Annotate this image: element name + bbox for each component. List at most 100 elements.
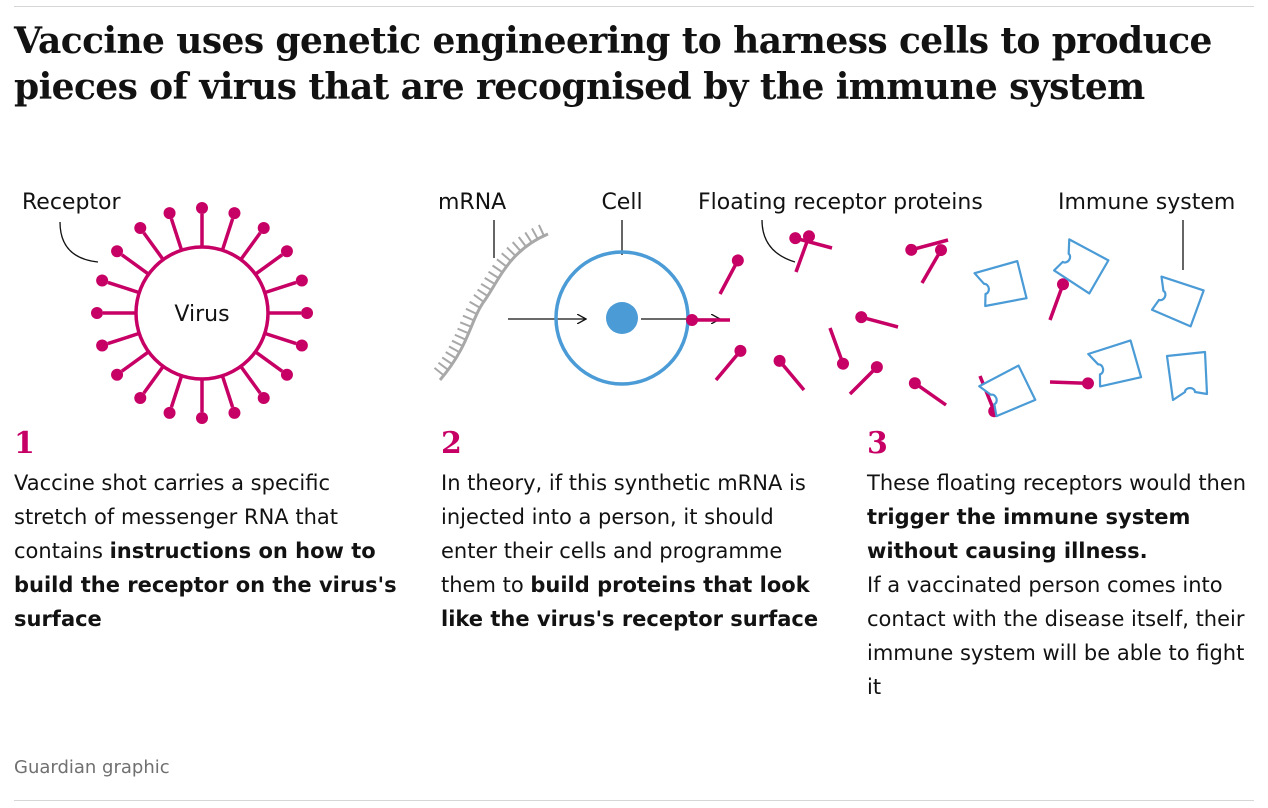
mrna-base bbox=[454, 333, 467, 341]
step-2-emphasis: build proteins that look like the virus'… bbox=[441, 573, 819, 631]
receptor-head bbox=[280, 368, 293, 381]
virus-receptors bbox=[91, 202, 313, 424]
immune-cell-5 bbox=[1087, 339, 1143, 388]
step-2: 2 In theory, if this synthetic mRNA is i… bbox=[441, 422, 831, 636]
receptor-stalk bbox=[254, 253, 284, 276]
virus-body bbox=[134, 245, 270, 381]
mrna-base bbox=[462, 314, 475, 322]
floating-receptor-protein bbox=[712, 250, 748, 299]
receptor-stalk bbox=[239, 231, 262, 261]
mrna-base bbox=[517, 236, 527, 248]
receptor-head bbox=[91, 307, 103, 319]
receptor-stalk bbox=[254, 350, 284, 373]
receptor-head bbox=[111, 245, 124, 258]
receptor-stalk bbox=[264, 331, 297, 346]
receptor-stalk bbox=[142, 231, 165, 261]
receptor-head bbox=[163, 207, 176, 220]
mrna-base bbox=[501, 252, 512, 262]
receptor-stalk bbox=[239, 365, 262, 395]
floating-proteins-leader-line bbox=[761, 219, 796, 263]
step-3-number: 3 bbox=[867, 426, 888, 461]
receptor-head bbox=[96, 339, 109, 352]
receptor-head bbox=[280, 245, 293, 258]
receptor-head bbox=[163, 406, 176, 419]
step-3-emphasis: trigger the immune system without causin… bbox=[867, 505, 1191, 563]
receptor-stalk bbox=[169, 375, 184, 408]
floating-receptor-protein bbox=[769, 350, 811, 396]
receptor-stalk bbox=[142, 365, 165, 395]
receptor-head bbox=[295, 339, 308, 352]
mrna-base bbox=[441, 356, 453, 365]
mrna-base bbox=[487, 270, 500, 279]
receptor-stalk bbox=[264, 280, 297, 295]
virus-illustration: Virus bbox=[91, 202, 313, 424]
receptor-head bbox=[301, 307, 313, 319]
receptor-stalk bbox=[107, 280, 140, 295]
receptor-stalk bbox=[169, 218, 184, 251]
credit: Guardian graphic bbox=[14, 757, 170, 778]
mrna-base bbox=[469, 300, 481, 309]
top-rule bbox=[14, 6, 1254, 7]
step-2-number: 2 bbox=[441, 426, 462, 461]
floating-receptor-protein bbox=[822, 324, 853, 374]
step-3-outcome: If a vaccinated person comes into contac… bbox=[867, 573, 1245, 699]
receptor-head bbox=[96, 274, 109, 287]
receptor-head bbox=[228, 406, 241, 419]
receptor-head bbox=[134, 391, 147, 404]
mrna-strand bbox=[433, 224, 549, 381]
receptor-head bbox=[196, 202, 208, 214]
cell-nucleus bbox=[606, 302, 638, 334]
receptor-head bbox=[228, 207, 241, 220]
floating-proteins-label: Floating receptor proteins bbox=[698, 190, 983, 215]
headline-line-2: pieces of virus that are recognised by t… bbox=[14, 66, 1145, 108]
mrna-base bbox=[524, 231, 533, 244]
bottom-rule bbox=[14, 800, 1254, 801]
diagram: Virus Receptor mRNA Cell Floating recept… bbox=[22, 190, 1235, 424]
mrna-base bbox=[459, 321, 472, 328]
immune-cell-4 bbox=[978, 364, 1037, 418]
mrna-base bbox=[448, 345, 460, 354]
mrna-base bbox=[531, 227, 539, 240]
mrna-base bbox=[457, 327, 469, 335]
receptor-head bbox=[257, 222, 270, 235]
cell-label: Cell bbox=[601, 190, 642, 215]
virus-label: Virus bbox=[174, 302, 229, 327]
floating-receptor-protein bbox=[1042, 274, 1073, 324]
floating-receptor-protein bbox=[844, 356, 888, 400]
step-2-text: In theory, if this synthetic mRNA is inj… bbox=[441, 471, 819, 631]
receptor-head bbox=[257, 391, 270, 404]
mrna-base bbox=[465, 307, 478, 315]
receptor-stalk bbox=[120, 253, 150, 276]
step-1-emphasis: instructions on how to build the recepto… bbox=[14, 539, 397, 631]
receptor-head bbox=[196, 412, 208, 424]
receptor-stalk bbox=[220, 375, 235, 408]
immune-cell-3 bbox=[1150, 275, 1205, 328]
mrna-base bbox=[433, 367, 445, 377]
immune-system-label: Immune system bbox=[1058, 190, 1235, 215]
mrna-base bbox=[511, 241, 522, 252]
receptor-head bbox=[295, 274, 308, 287]
mrna-base bbox=[491, 264, 504, 274]
step-1-number: 1 bbox=[14, 426, 35, 461]
floating-receptor-proteins bbox=[684, 226, 1096, 421]
floating-receptor-protein bbox=[709, 340, 751, 386]
step-1-text: Vaccine shot carries a specific stretch … bbox=[14, 471, 397, 631]
receptor-head bbox=[134, 222, 147, 235]
receptor-leader-line bbox=[59, 221, 99, 263]
mrna-base bbox=[484, 277, 496, 285]
floating-receptor-protein bbox=[904, 373, 952, 412]
immune-cell-6 bbox=[1165, 350, 1209, 402]
mrna-base bbox=[437, 361, 449, 371]
mrna-base bbox=[538, 224, 545, 237]
step-3: 3 These floating receptors would then tr… bbox=[867, 422, 1257, 704]
receptor-head bbox=[111, 368, 124, 381]
floating-receptor-protein bbox=[852, 308, 902, 335]
receptor-stalk bbox=[120, 350, 150, 373]
mrna-label: mRNA bbox=[438, 190, 506, 215]
mrna-base bbox=[506, 246, 517, 257]
receptor-stalk bbox=[107, 331, 140, 346]
headline-line-1: Vaccine uses genetic engineering to harn… bbox=[14, 20, 1212, 62]
headline: Vaccine uses genetic engineering to harn… bbox=[14, 18, 1254, 110]
mrna-base bbox=[451, 339, 464, 347]
mrna-base bbox=[480, 282, 492, 291]
